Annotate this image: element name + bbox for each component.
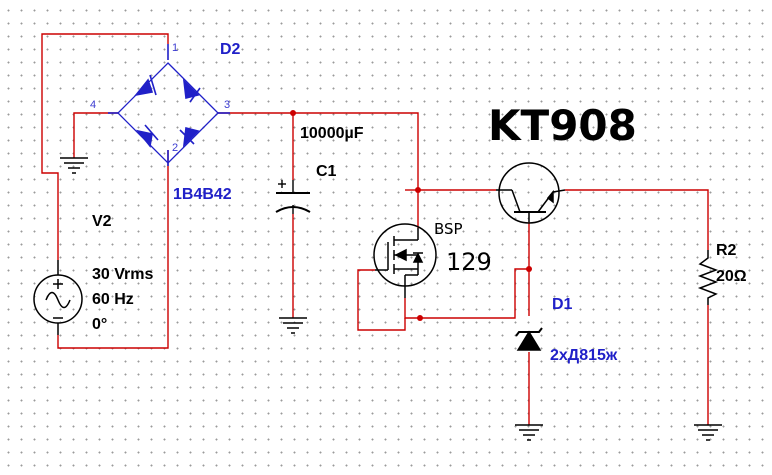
capacitor-value-label: 10000µF — [300, 125, 364, 142]
mosfet-annotation-line1: BSP — [434, 220, 463, 238]
bridge-rectifier-d2[interactable] — [108, 44, 230, 166]
source-phase-label: 0° — [92, 316, 107, 333]
wire-emitter-to-r2 — [565, 189, 709, 250]
ground-icon — [515, 424, 543, 441]
sine-wave-icon — [45, 291, 71, 309]
ground-icon — [694, 424, 722, 441]
bridge-model-label: 1B4B42 — [173, 186, 232, 203]
wire-bridge-pin4-to-ground — [73, 112, 118, 158]
diode-icon — [134, 74, 157, 97]
junction-dot — [415, 187, 421, 193]
capacitor-ref-label: C1 — [316, 163, 337, 180]
junction-dot — [417, 315, 423, 321]
bridge-pin4-label: 4 — [90, 99, 96, 111]
resistor-value-label: 20Ω — [716, 268, 747, 285]
wires — [41, 33, 709, 425]
diode-icon — [182, 78, 201, 103]
transistor-annotation: KT908 — [488, 101, 637, 150]
source-ref-label: V2 — [92, 213, 112, 230]
wire-source-to-zener — [420, 268, 529, 319]
mosfet-annotation-line2: 129 — [446, 248, 492, 276]
wire-mosfet-source — [404, 298, 420, 319]
bridge-pin1-label: 1 — [172, 42, 178, 54]
source-voltage-label: 30 Vrms — [92, 266, 153, 283]
wire-mosfet-gate-loop — [357, 269, 406, 331]
ac-source-v2[interactable] — [33, 260, 83, 335]
diode-icon — [135, 124, 159, 148]
transistor-kt908[interactable] — [496, 162, 566, 224]
mosfet-bsp129[interactable] — [373, 223, 437, 298]
junction-dot — [526, 266, 532, 272]
bridge-pin2-label: 2 — [172, 142, 178, 154]
wire-bridge-pin1-to-source — [41, 33, 169, 260]
diode-icon — [179, 127, 200, 148]
zener-model-label: 2хД815ж — [550, 347, 618, 364]
source-frequency-label: 60 Hz — [92, 291, 134, 308]
zener-ref-label: D1 — [552, 296, 573, 313]
bridge-ref-label: D2 — [220, 41, 241, 58]
junction-dot — [290, 110, 296, 116]
ground-icon — [60, 157, 88, 174]
resistor-ref-label: R2 — [716, 242, 737, 259]
wire-source-to-bridge-pin2 — [57, 150, 169, 349]
wire-bridge-pin3-out — [218, 112, 419, 190]
capacitor-c1[interactable] — [275, 180, 311, 214]
junctions — [290, 110, 532, 321]
bridge-pin3-label: 3 — [224, 99, 230, 111]
ground-icon — [279, 317, 307, 334]
resistor-r2[interactable] — [697, 250, 719, 305]
ground-symbols — [60, 157, 722, 441]
zener-diode-d1[interactable] — [515, 327, 543, 351]
